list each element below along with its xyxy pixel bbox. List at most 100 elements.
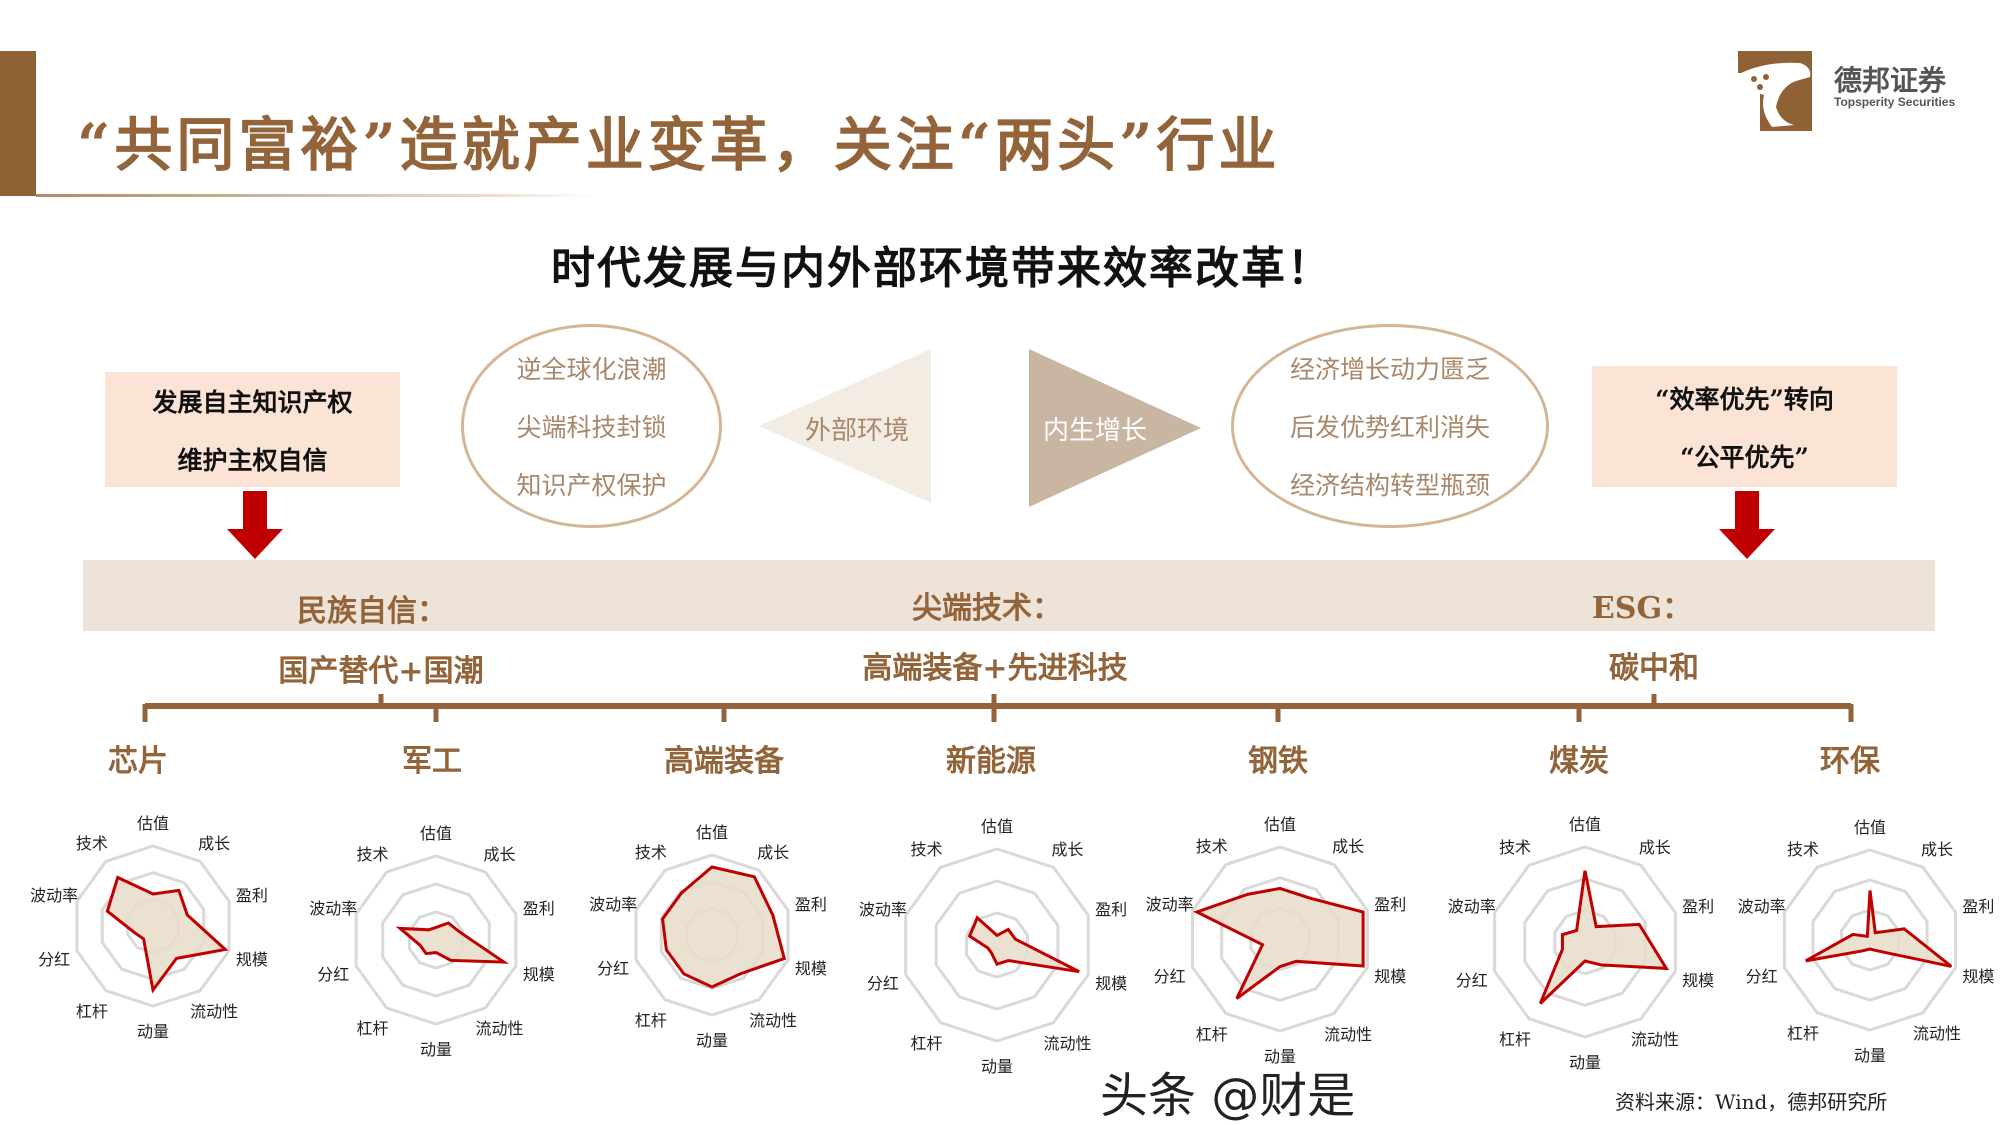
radar-axis-label: 盈利 [1374,895,1407,915]
radar-axis-label: 分红 [866,974,899,994]
radar-axis-label: 杠杆 [1786,1024,1819,1044]
radar-axis-label: 规模 [1682,970,1715,990]
radar-axis-label: 动量 [1568,1053,1602,1072]
theme-title: 尖端技术： [912,591,1062,626]
radar-axis-label: 规模 [794,959,827,979]
industry-label: 煤炭 [1549,744,1609,779]
left-box-line: 发展自主知识产权 [152,387,353,417]
radar-axis-label: 技术 [634,842,667,862]
external-item: 知识产权保护 [516,471,667,500]
radar-axis-label: 成长 [483,844,516,864]
down-arrow-icon [1719,491,1775,559]
radar-axis-label: 规模 [1962,967,1995,987]
industry-label: 环保 [1820,744,1880,779]
industry-label: 钢铁 [1248,744,1308,779]
title-underline [36,194,596,197]
radar-axis-label: 盈利 [522,898,555,918]
radar-axis-label: 技术 [356,844,389,864]
radar-axis-label: 动量 [980,1057,1014,1076]
down-arrow-icon [227,491,283,559]
radar-axis-label: 估值 [1568,815,1602,834]
left-pointing-triangle [759,349,931,503]
external-label: 外部环境 [805,416,910,446]
themes-band [83,560,1935,631]
right-box-line: “公平优先” [1680,442,1809,472]
radar-axis-label: 分红 [317,965,350,985]
logo-name-cn: 德邦证券 [1834,64,1947,97]
radar-axis-label: 估值 [1263,815,1297,834]
industry-label: 军工 [402,744,462,779]
radar-axis-label: 估值 [980,817,1014,836]
radar-axis-label: 估值 [1853,818,1887,837]
radar-axis-label: 成长 [757,842,790,862]
radar-axis-label: 成长 [1920,839,1954,859]
radar-axis-label: 估值 [695,823,729,842]
theme-title: ESG： [1591,591,1693,626]
radar-axis-label: 波动率 [858,899,907,919]
radar-axis-label: 流动性 [475,1019,524,1039]
radar-axis-label: 分红 [1153,966,1186,986]
radar-axis-label: 估值 [419,824,453,843]
internal-label: 内生增长 [1043,416,1148,446]
radar-axis-label: 盈利 [794,894,827,914]
industry-label: 芯片 [108,744,168,779]
radar-axis-label: 流动性 [1324,1024,1373,1044]
company-logo: 德邦证券 Topsperity Securities [1730,51,1970,131]
radar-axis-label: 技术 [1499,837,1532,857]
radar-axis-label: 杠杆 [356,1019,389,1039]
right-box-line: “效率优先”转向 [1655,384,1834,414]
radar-axis-label: 成长 [1051,839,1084,859]
page-title: “共同富裕”造就产业变革，关注“两头”行业 [77,111,1281,179]
radar-axis-label: 流动性 [749,1011,798,1031]
leopard-logo-icon [1730,51,1812,131]
radar-axis-label: 杠杆 [1195,1024,1228,1044]
watermark: 头条 @财是 [1100,1068,1356,1124]
radar-axis-label: 流动性 [190,1002,239,1022]
external-item: 尖端科技封锁 [516,413,667,442]
radar-axis-label: 杠杆 [634,1011,667,1031]
theme-detail: 高端装备+先进科技 [862,651,1128,686]
radar-axis-label: 估值 [136,814,170,833]
radar-axis-label: 流动性 [1043,1034,1092,1054]
industry-label: 高端装备 [664,744,784,779]
radar-axis-label: 分红 [1455,970,1488,990]
external-item: 逆全球化浪潮 [516,355,667,384]
theme-detail: 碳中和 [1609,651,1699,686]
radar-axis-label: 技术 [1195,837,1228,857]
internal-factors-ellipse: 经济增长动力匮乏 后发优势红利消失 经济结构转型瓶颈 [1231,324,1549,528]
radar-axis-label: 流动性 [1630,1030,1679,1050]
radar-axis-label: 动量 [419,1040,453,1059]
logo-name-en: Topsperity Securities [1834,95,1956,109]
radar-axis-label: 成长 [1332,837,1365,857]
left-box-line: 维护主权自信 [177,445,328,475]
radar-axis-label: 波动率 [1145,895,1194,915]
radar-axis-label: 杠杆 [75,1002,108,1022]
theme-title: 民族自信： [297,594,447,629]
radar-axis-label: 动量 [1263,1047,1297,1066]
industry-label: 新能源 [946,744,1036,779]
radar-axis-label: 分红 [1745,967,1778,987]
internal-item: 经济结构转型瓶颈 [1289,471,1490,500]
radar-axis-label: 分红 [597,959,630,979]
radar-axis-label: 波动率 [1447,897,1496,917]
radar-axis-label: 盈利 [235,885,268,905]
internal-item: 经济增长动力匮乏 [1289,355,1490,384]
radar-axis-label: 波动率 [30,885,79,905]
radar-axis-label: 盈利 [1095,899,1128,919]
radar-axis-label: 动量 [695,1031,729,1050]
radar-axis-label: 成长 [1638,837,1671,857]
radar-axis-label: 波动率 [589,894,638,914]
radar-axis-label: 分红 [38,950,71,970]
radar-axis-label: 规模 [1095,974,1128,994]
title-accent-bar [0,51,36,196]
radar-axis-label: 技术 [1786,839,1819,859]
theme-detail: 国产替代+国潮 [278,654,484,689]
external-factors-ellipse: 逆全球化浪潮 尖端科技封锁 知识产权保护 [461,324,722,528]
radar-axis-label: 盈利 [1682,897,1715,917]
radar-axis-label: 成长 [198,833,231,853]
radar-axis-label: 杠杆 [910,1034,943,1054]
right-pointing-triangle [1029,349,1201,507]
radar-axis-label: 规模 [1374,966,1407,986]
radar-axis-label: 波动率 [309,898,358,918]
